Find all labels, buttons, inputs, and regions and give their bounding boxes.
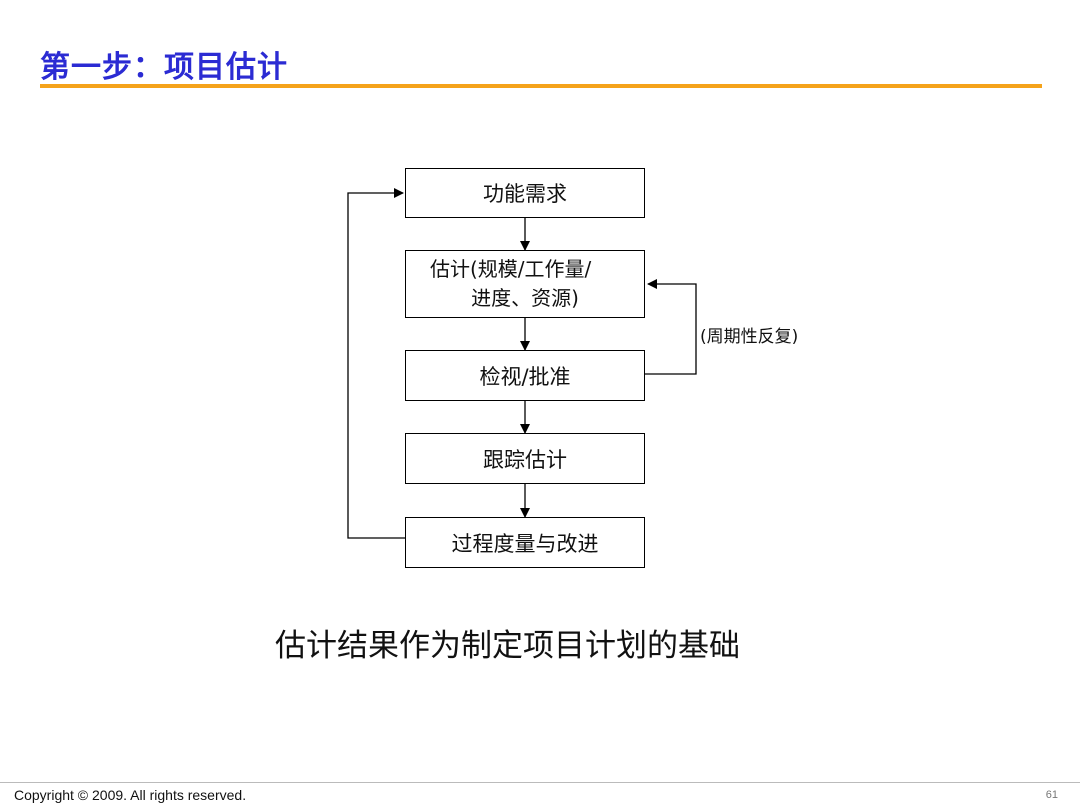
feedback-loop-arrow [645,279,697,375]
step-review-approve-label: 检视/批准 [479,364,571,389]
improvement-loop-arrow [347,188,405,539]
step-track-estimates: 跟踪估计 [405,433,645,484]
step-requirements-label: 功能需求 [483,182,567,206]
step-estimation-line1: 估计(规模/工作量/ [430,257,592,281]
step-requirements: 功能需求 [405,168,645,218]
title-rule [40,84,1042,88]
step-measure-improve: 过程度量与改进 [405,517,645,568]
conclusion-text: 估计结果作为制定项目计划的基础 [275,628,740,664]
step-track-estimates-label: 跟踪估计 [483,447,567,472]
copyright-text: Copyright © 2009. All rights reserved. [14,787,247,803]
slide-title: 第一步：项目估计 [40,50,288,85]
page-number: 61 [1045,789,1058,801]
step-estimation-line2: 进度、资源) [471,286,579,310]
step-review-approve: 检视/批准 [405,350,645,401]
step-estimation: 估计(规模/工作量/ 进度、资源) [405,250,645,318]
loop-label: (周期性反复) [700,327,799,347]
step-measure-improve-label: 过程度量与改进 [451,531,599,556]
footer-rule [0,782,1080,783]
